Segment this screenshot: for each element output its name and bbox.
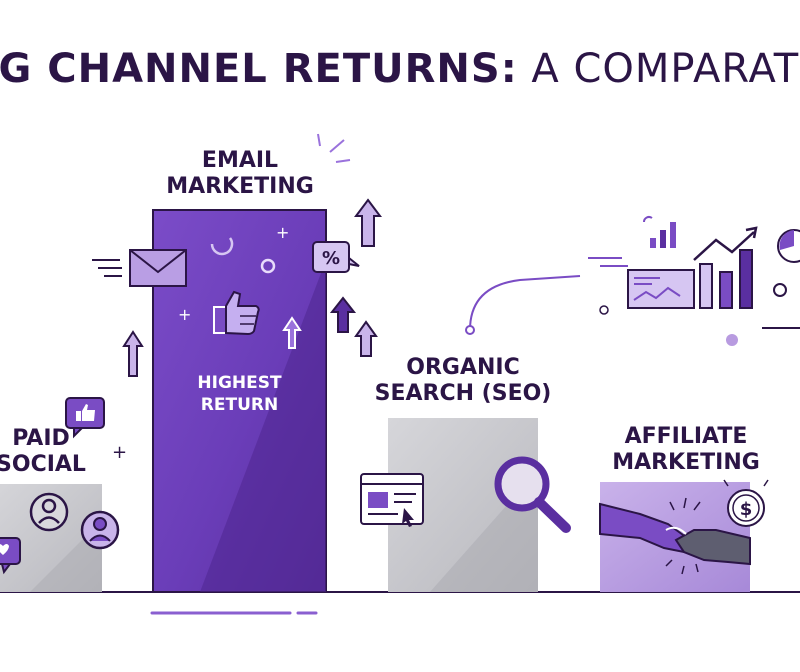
highest-return-label: HIGHEST RETURN <box>197 373 282 415</box>
label-affiliate-marketing: AFFILIATE MARKETING <box>612 424 760 475</box>
label-paid-social: PAID SOCIAL <box>0 426 86 477</box>
page-title: NG CHANNEL RETURNS: A COMPARAT <box>0 46 800 92</box>
user-icon <box>80 510 120 550</box>
svg-text:+: + <box>178 305 191 324</box>
handshake-icon <box>599 502 751 566</box>
magnifier-icon <box>494 456 571 533</box>
percent-bubble-icon: % <box>312 241 360 273</box>
arrow-up-icon <box>282 316 302 349</box>
browser-window-icon <box>360 473 424 527</box>
growth-chart-icon <box>693 226 758 309</box>
heart-bubble-icon <box>0 537 21 575</box>
dollar-text: $ <box>740 499 753 520</box>
arrow-up-icon <box>329 296 357 333</box>
bar-chart-icon <box>643 216 676 248</box>
label-organic-search: ORGANIC SEARCH (SEO) <box>374 355 552 406</box>
pie-chart-icon <box>777 229 800 263</box>
plus-icon: + <box>112 442 127 463</box>
dollar-coin-icon: $ <box>723 479 769 527</box>
arrow-up-icon <box>122 330 144 377</box>
arrow-up-icon <box>354 198 382 247</box>
label-email-marketing: EMAIL MARKETING <box>166 148 314 199</box>
thumbs-up-icon <box>213 290 260 336</box>
refresh-icon <box>210 237 234 256</box>
dot-icon <box>260 258 276 274</box>
title-light: A COMPARAT <box>517 46 800 92</box>
user-icon <box>29 492 69 532</box>
svg-text:+: + <box>276 223 289 242</box>
percent-text: % <box>322 248 340 269</box>
dashboard-chart-icon <box>627 269 695 309</box>
arrow-up-icon <box>354 320 378 357</box>
thumbs-up-bubble-icon <box>65 397 105 439</box>
connector-line <box>469 275 581 331</box>
envelope-icon <box>92 249 187 287</box>
title-strong: NG CHANNEL RETURNS: <box>0 46 518 92</box>
